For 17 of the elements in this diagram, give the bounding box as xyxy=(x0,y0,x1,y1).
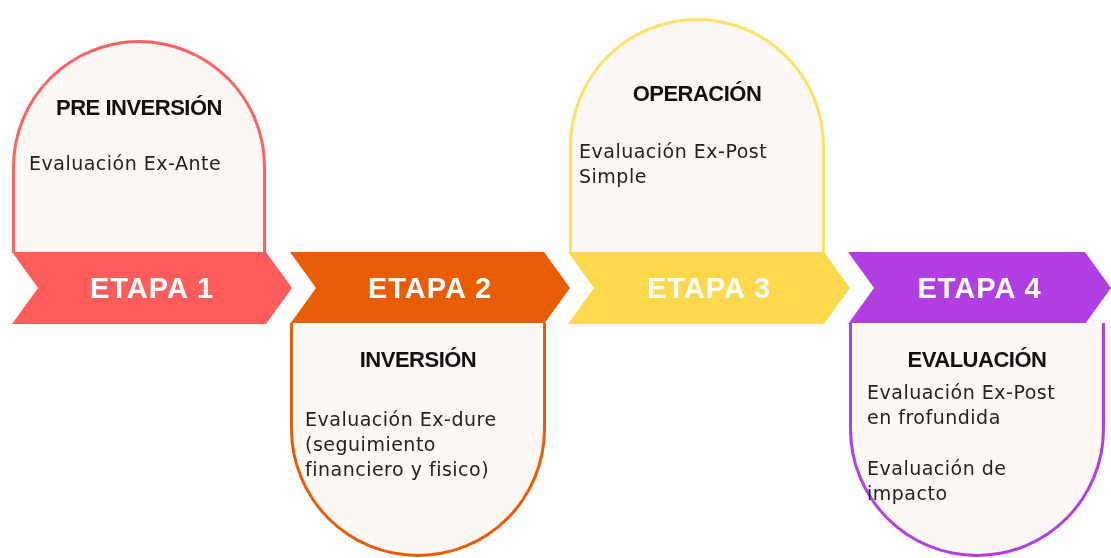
stage-description: Evaluación Ex-Post Simple xyxy=(579,139,769,189)
stage-label: ETAPA 3 xyxy=(646,271,772,305)
stage-description: Evaluación Ex-Post en frofundida xyxy=(867,380,1057,430)
stage-label: ETAPA 4 xyxy=(917,271,1042,305)
stage-label: ETAPA 1 xyxy=(89,271,215,305)
stage-description: Evaluación Ex-Ante xyxy=(29,151,223,176)
stage-description: Evaluación de impacto xyxy=(867,456,1008,506)
stage-card xyxy=(569,18,825,253)
stage-description: Evaluación Ex-dure (seguimiento financiero y fisico) xyxy=(305,407,498,482)
stage-label: ETAPA 2 xyxy=(367,271,493,305)
stage-heading: OPERACIÓN xyxy=(631,81,763,107)
stage-card xyxy=(12,40,266,253)
stage-card xyxy=(290,323,546,557)
stage-heading: EVALUACIÓN xyxy=(906,347,1048,373)
stage-heading: INVERSIÓN xyxy=(358,347,478,373)
stage-heading: PRE INVERSIÓN xyxy=(55,95,223,121)
stage-card xyxy=(849,323,1105,557)
